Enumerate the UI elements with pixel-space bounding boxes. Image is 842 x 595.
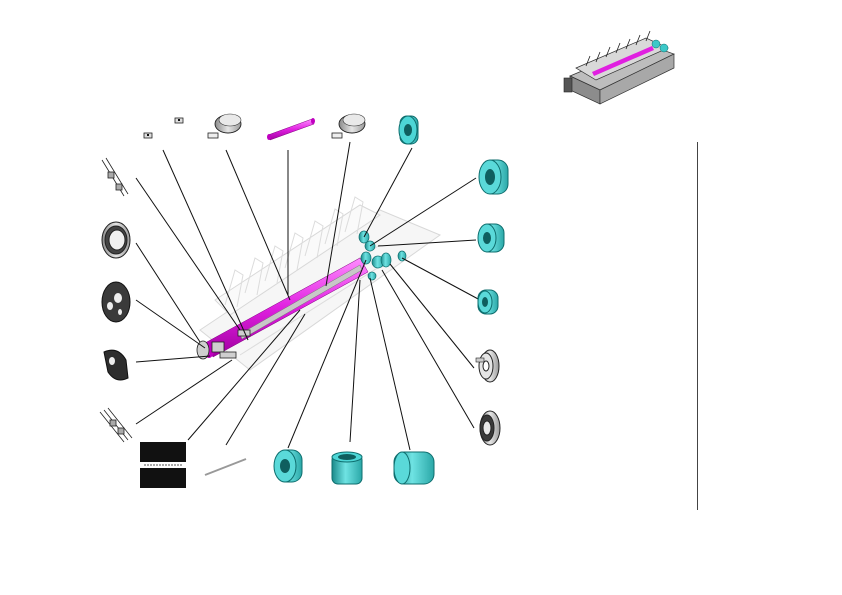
- cyan-sleeve-bottom-3: [393, 451, 435, 485]
- cyan-sleeve-bottom-2: [331, 451, 363, 485]
- assembled-fuser-thumbnail: [556, 6, 680, 108]
- cyan-gear-right-2: [477, 223, 505, 253]
- vertical-divider: [697, 142, 698, 510]
- thermostat-part-1: [207, 113, 242, 139]
- cam-part-left: [103, 349, 129, 381]
- wire-harness-part-1: [101, 157, 129, 197]
- cyan-gear-right-3: [477, 289, 499, 315]
- leader-lines: [135, 141, 481, 451]
- cyan-bushing-top: [398, 115, 419, 145]
- thermostat-part-2: [331, 113, 366, 139]
- installed-left-end-parts: [196, 329, 251, 360]
- wire-harness-part-2: [99, 407, 133, 443]
- thin-rod-part: [204, 458, 247, 476]
- gray-bearing-left-1: [101, 221, 131, 259]
- spring-clip-part-1: [143, 132, 153, 139]
- spring-clip-part-2: [174, 117, 184, 124]
- cyan-bushing-bottom-1: [273, 449, 303, 483]
- label-strip-part: [140, 442, 186, 488]
- cyan-gear-right-1: [478, 159, 509, 195]
- gear-plate-left: [101, 281, 131, 323]
- heater-lamp-part: [267, 118, 315, 141]
- gray-bearing-right-2: [479, 410, 501, 446]
- gray-bearing-right-1: [475, 349, 500, 383]
